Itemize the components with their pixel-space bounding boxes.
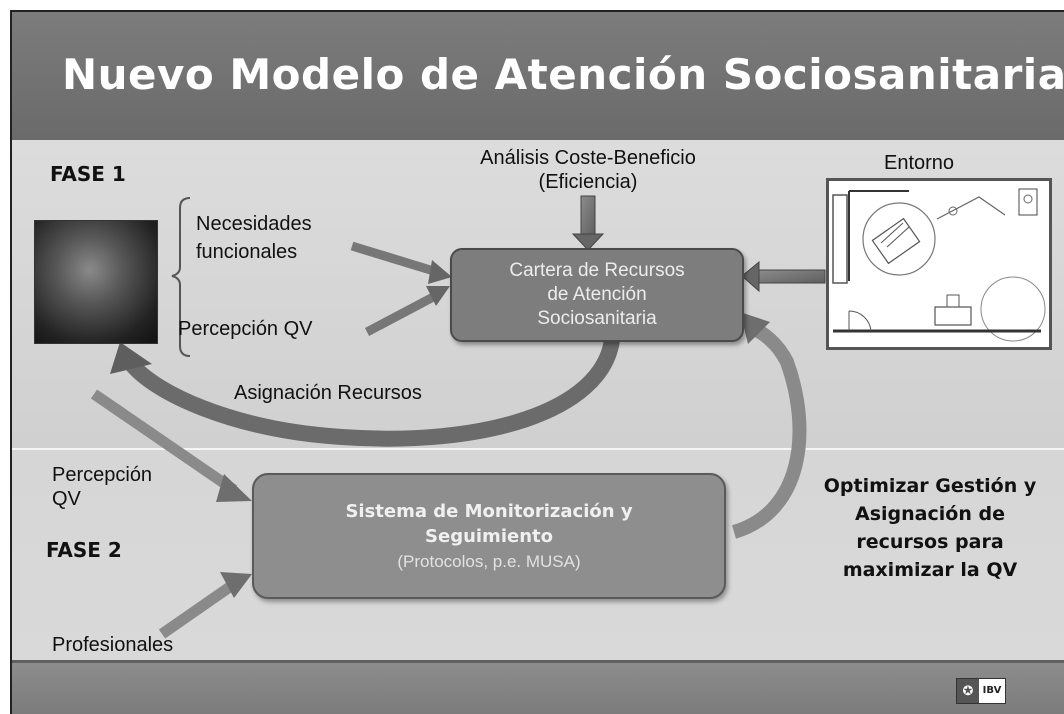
arrow-optimizar-curve [731,312,807,539]
arrow-percepcion-fase2 [90,389,252,502]
cartera-line2: de Atención [547,284,647,305]
optimizar-line1: Optimizar Gestión y [823,475,1037,497]
slide: Nuevo Modelo de Atención Sociosanitaria [10,10,1064,714]
footer-bar [12,660,1064,714]
cartera-line1: Cartera de Recursos [509,260,685,281]
arrow-profesionales [158,572,252,639]
slide-title: Nuevo Modelo de Atención Sociosanitaria [62,50,1064,99]
analysis-line1: Análisis Coste-Beneficio [480,147,696,169]
entorno-label: Entorno [884,152,955,174]
arrow-asignacion-curve [110,338,620,447]
fase2-label: FASE 2 [46,538,122,562]
arrow-percepcion [364,286,450,336]
optimizar-line4: maximizar la QV [842,559,1018,581]
arrow-analysis-down [571,195,605,251]
ibv-mark-icon: ✪ [957,679,979,703]
ibv-logo-icon: ✪ IBV [956,678,1006,704]
sistema-line2: Seguimiento [425,525,553,547]
title-bar [12,12,1064,140]
person-photo [34,220,158,344]
necesidades-line2: funcionales [196,241,298,263]
sistema-line1: Sistema de Monitorización y [345,500,633,522]
percepcion-qv-label: Percepción QV [178,318,313,340]
ibv-logo-text: IBV [982,685,1002,696]
fase1-label: FASE 1 [50,162,126,186]
arrow-necesidades [350,241,452,284]
analysis-label: Análisis Coste-Beneficio (Eficiencia) [438,146,738,194]
sistema-monitorizacion-box: Sistema de Monitorización y Seguimiento … [252,473,726,599]
profesionales-label: Profesionales [52,634,174,656]
floor-plan [826,178,1052,350]
sistema-line3: (Protocolos, p.e. MUSA) [397,551,581,571]
necesidades-line1: Necesidades [196,213,312,235]
optimizar-line2: Asignación de [855,503,1005,525]
brace [171,197,191,357]
optimizar-line3: recursos para [856,531,1004,553]
optimizar-label: Optimizar Gestión y Asignación de recurs… [798,472,1062,584]
necesidades-label: Necesidades funcionales [196,210,312,266]
arrow-entorno [741,260,826,293]
percepcion2-line1: Percepción [52,464,153,486]
asignacion-label: Asignación Recursos [234,382,422,404]
diagram-arrows [90,195,826,639]
cartera-recursos-box: Cartera de Recursos de Atención Sociosan… [450,248,744,342]
cartera-line3: Sociosanitaria [537,308,657,329]
analysis-line2: (Eficiencia) [538,171,638,193]
percepcion2-line2: QV [52,488,81,510]
percepcion-qv-fase2-label: Percepción QV [52,463,152,511]
floor-plan-drawing [832,188,1046,342]
